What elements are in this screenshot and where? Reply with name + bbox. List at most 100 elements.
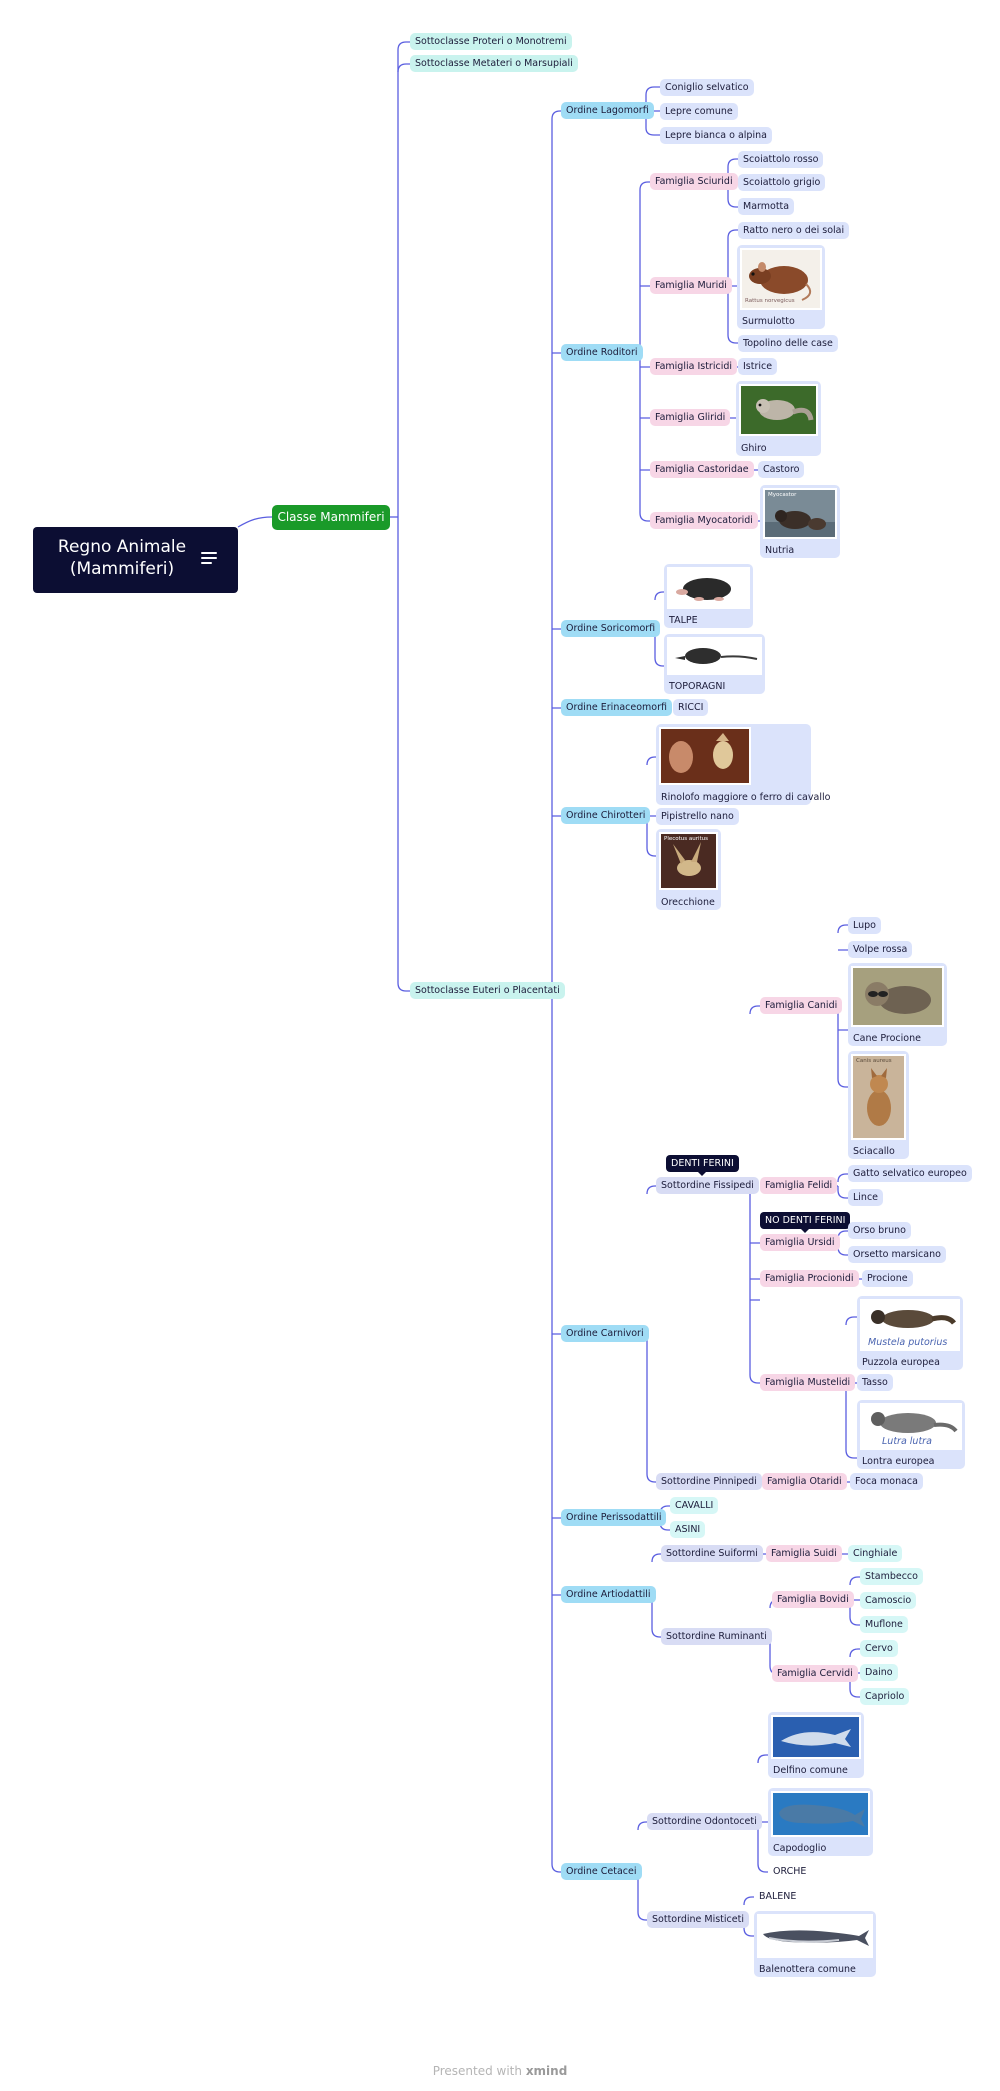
species-node[interactable]: Muflone [860,1616,908,1633]
root-title-line2: (Mammiferi) [69,559,175,579]
root-node[interactable]: Regno Animale(Mammiferi) [33,527,238,593]
famiglia-myocatoridi-node[interactable]: Famiglia Myocatoridi [650,512,758,529]
image-card-toporagni[interactable]: TOPORAGNI [664,634,765,694]
species-node[interactable]: CAVALLI [670,1497,719,1514]
famiglia-muridi-node[interactable]: Famiglia Muridi [650,277,732,294]
species-node[interactable]: ORCHE [773,1866,807,1877]
xmind-logo[interactable]: xmind [525,2064,568,2078]
species-node[interactable]: Castoro [758,461,805,478]
famiglia-ursidi-node[interactable]: Famiglia Ursidi [760,1234,840,1251]
species-node[interactable]: Pipistrello nano [656,808,739,825]
sottordine-suiformi-node[interactable]: Sottordine Suiformi [661,1545,763,1562]
famiglia-cervidi-node[interactable]: Famiglia Cervidi [772,1665,858,1682]
species-node[interactable]: Lince [848,1189,884,1206]
species-node[interactable]: Tasso [857,1374,893,1391]
image-card-nutria[interactable]: Myocastor Nutria [760,485,840,558]
image-card-label: Ghiro [741,443,767,454]
species-node[interactable]: Stambecco [860,1568,923,1585]
image-card-talpe[interactable]: TALPE [664,564,753,628]
sottoclasse-euteri-node[interactable]: Sottoclasse Euteri o Placentati [410,982,565,999]
ordine-roditori-node[interactable]: Ordine Roditori [561,344,643,361]
image-card-surmulotto[interactable]: Rattus norvegicus Surmulotto [737,245,825,329]
raccoon-dog-image [851,966,944,1027]
sottordine-ruminanti-node[interactable]: Sottordine Ruminanti [661,1628,772,1645]
species-node[interactable]: Scoiattolo rosso [738,151,824,168]
species-node[interactable]: Ratto nero o dei solai [738,222,850,239]
species-node[interactable]: Daino [860,1664,898,1681]
sottordine-pinnipedi-node[interactable]: Sottordine Pinnipedi [656,1473,762,1490]
species-node[interactable]: Foca monaca [850,1473,923,1490]
species-node[interactable]: Lepre bianca o alpina [660,127,772,144]
dolphin-image [771,1715,861,1759]
ordine-carnivori-node[interactable]: Ordine Carnivori [561,1325,649,1342]
species-node[interactable]: Procione [862,1270,913,1287]
species-node[interactable]: Gatto selvatico europeo [848,1165,972,1182]
image-card-capodoglio[interactable]: Capodoglio [768,1788,873,1856]
image-card-label: Cane Procione [853,1033,921,1044]
image-card-delfino[interactable]: Delfino comune [768,1712,864,1778]
image-card-puzzola[interactable]: Mustela putorius Puzzola europea [857,1296,963,1370]
species-node[interactable]: Volpe rossa [848,941,913,958]
otter-caption: Lutra lutra [882,1436,932,1447]
sottordine-fissipedi-node[interactable]: Sottordine Fissipedi [656,1177,759,1194]
species-node[interactable]: Cinghiale [848,1545,903,1562]
famiglia-procionidi-node[interactable]: Famiglia Procionidi [760,1270,859,1287]
sperm-whale-image [771,1791,870,1837]
no-denti-ferini-label: NO DENTI FERINI [760,1212,851,1233]
ordine-erinaceomorfi-node[interactable]: Ordine Erinaceomorfi [561,699,672,716]
ordine-perissodattili-node[interactable]: Ordine Perissodattili [561,1509,667,1526]
famiglia-otaridi-node[interactable]: Famiglia Otaridi [762,1473,847,1490]
species-node[interactable]: Orso bruno [848,1222,911,1239]
species-node[interactable]: Camoscio [860,1592,917,1609]
species-node[interactable]: Topolino delle case [738,335,838,352]
image-card-cane-procione[interactable]: Cane Procione [848,963,947,1046]
famiglia-canidi-node[interactable]: Famiglia Canidi [760,997,843,1014]
footer-prefix: Presented with [432,2064,522,2078]
image-card-lontra[interactable]: Lutra lutra Lontra europea [857,1400,965,1469]
famiglia-bovidi-node[interactable]: Famiglia Bovidi [772,1591,854,1608]
famiglia-gliridi-node[interactable]: Famiglia Gliridi [650,409,731,426]
sottordine-misticeti-node[interactable]: Sottordine Misticeti [647,1911,749,1928]
species-node[interactable]: Marmotta [738,198,795,215]
image-card-balenottera[interactable]: Balenottera comune [754,1911,876,1977]
ordine-soricomorfi-node[interactable]: Ordine Soricomorfi [561,620,661,637]
classe-mammiferi-node[interactable]: Classe Mammiferi [272,505,390,530]
species-node[interactable]: Lupo [848,917,881,934]
image-card-ghiro[interactable]: Ghiro [736,381,821,456]
species-node[interactable]: ASINI [670,1521,706,1538]
famiglia-sciuridi-node[interactable]: Famiglia Sciuridi [650,173,738,190]
species-node[interactable]: Coniglio selvatico [660,79,754,96]
species-node[interactable]: Scoiattolo grigio [738,174,826,191]
species-node[interactable]: Orsetto marsicano [848,1246,946,1263]
famiglia-mustelidi-node[interactable]: Famiglia Mustelidi [760,1374,856,1391]
famiglia-castoridae-node[interactable]: Famiglia Castoridae [650,461,754,478]
sottoclasse-metateri-node[interactable]: Sottoclasse Metateri o Marsupiali [410,55,578,72]
ordine-cetacei-node[interactable]: Ordine Cetacei [561,1863,642,1880]
nutria-image-caption: Myocastor [768,492,797,498]
notes-icon[interactable] [201,552,217,567]
famiglia-istricidi-node[interactable]: Famiglia Istricidi [650,358,738,375]
image-card-label: Delfino comune [773,1765,848,1776]
famiglia-felidi-node[interactable]: Famiglia Felidi [760,1177,838,1194]
sottoclasse-proteri-node[interactable]: Sottoclasse Proteri o Monotremi [410,33,572,50]
shrew-image [667,637,762,675]
image-card-rinolofo[interactable]: Rinolofo maggiore o ferro di cavallo [656,724,830,805]
ordine-chirotteri-node[interactable]: Ordine Chirotteri [561,807,651,824]
sottordine-odontoceti-node[interactable]: Sottordine Odontoceti [647,1813,762,1830]
ordine-lagomorfi-node[interactable]: Ordine Lagomorfi [561,102,654,119]
species-node[interactable]: Lepre comune [660,103,738,120]
famiglia-suidi-node[interactable]: Famiglia Suidi [766,1545,842,1562]
image-card-orecchione[interactable]: Plecotus auritus Orecchione [656,829,721,910]
denti-ferini-label: DENTI FERINI [666,1155,739,1176]
image-card-sciacallo[interactable]: Canis aureus Sciacallo [848,1051,909,1159]
long-eared-bat-image: Plecotus auritus [659,832,718,890]
jackal-image: Canis aureus [851,1054,906,1140]
species-node[interactable]: Capriolo [860,1688,910,1705]
image-card-label: Balenottera comune [759,1964,856,1975]
ordine-artiodattili-node[interactable]: Ordine Artiodattili [561,1586,656,1603]
species-node[interactable]: RICCI [673,699,709,716]
species-node[interactable]: Istrice [738,358,778,375]
rat-image: Rattus norvegicus [740,248,822,310]
species-node[interactable]: BALENE [759,1891,797,1902]
species-node[interactable]: Cervo [860,1640,898,1657]
